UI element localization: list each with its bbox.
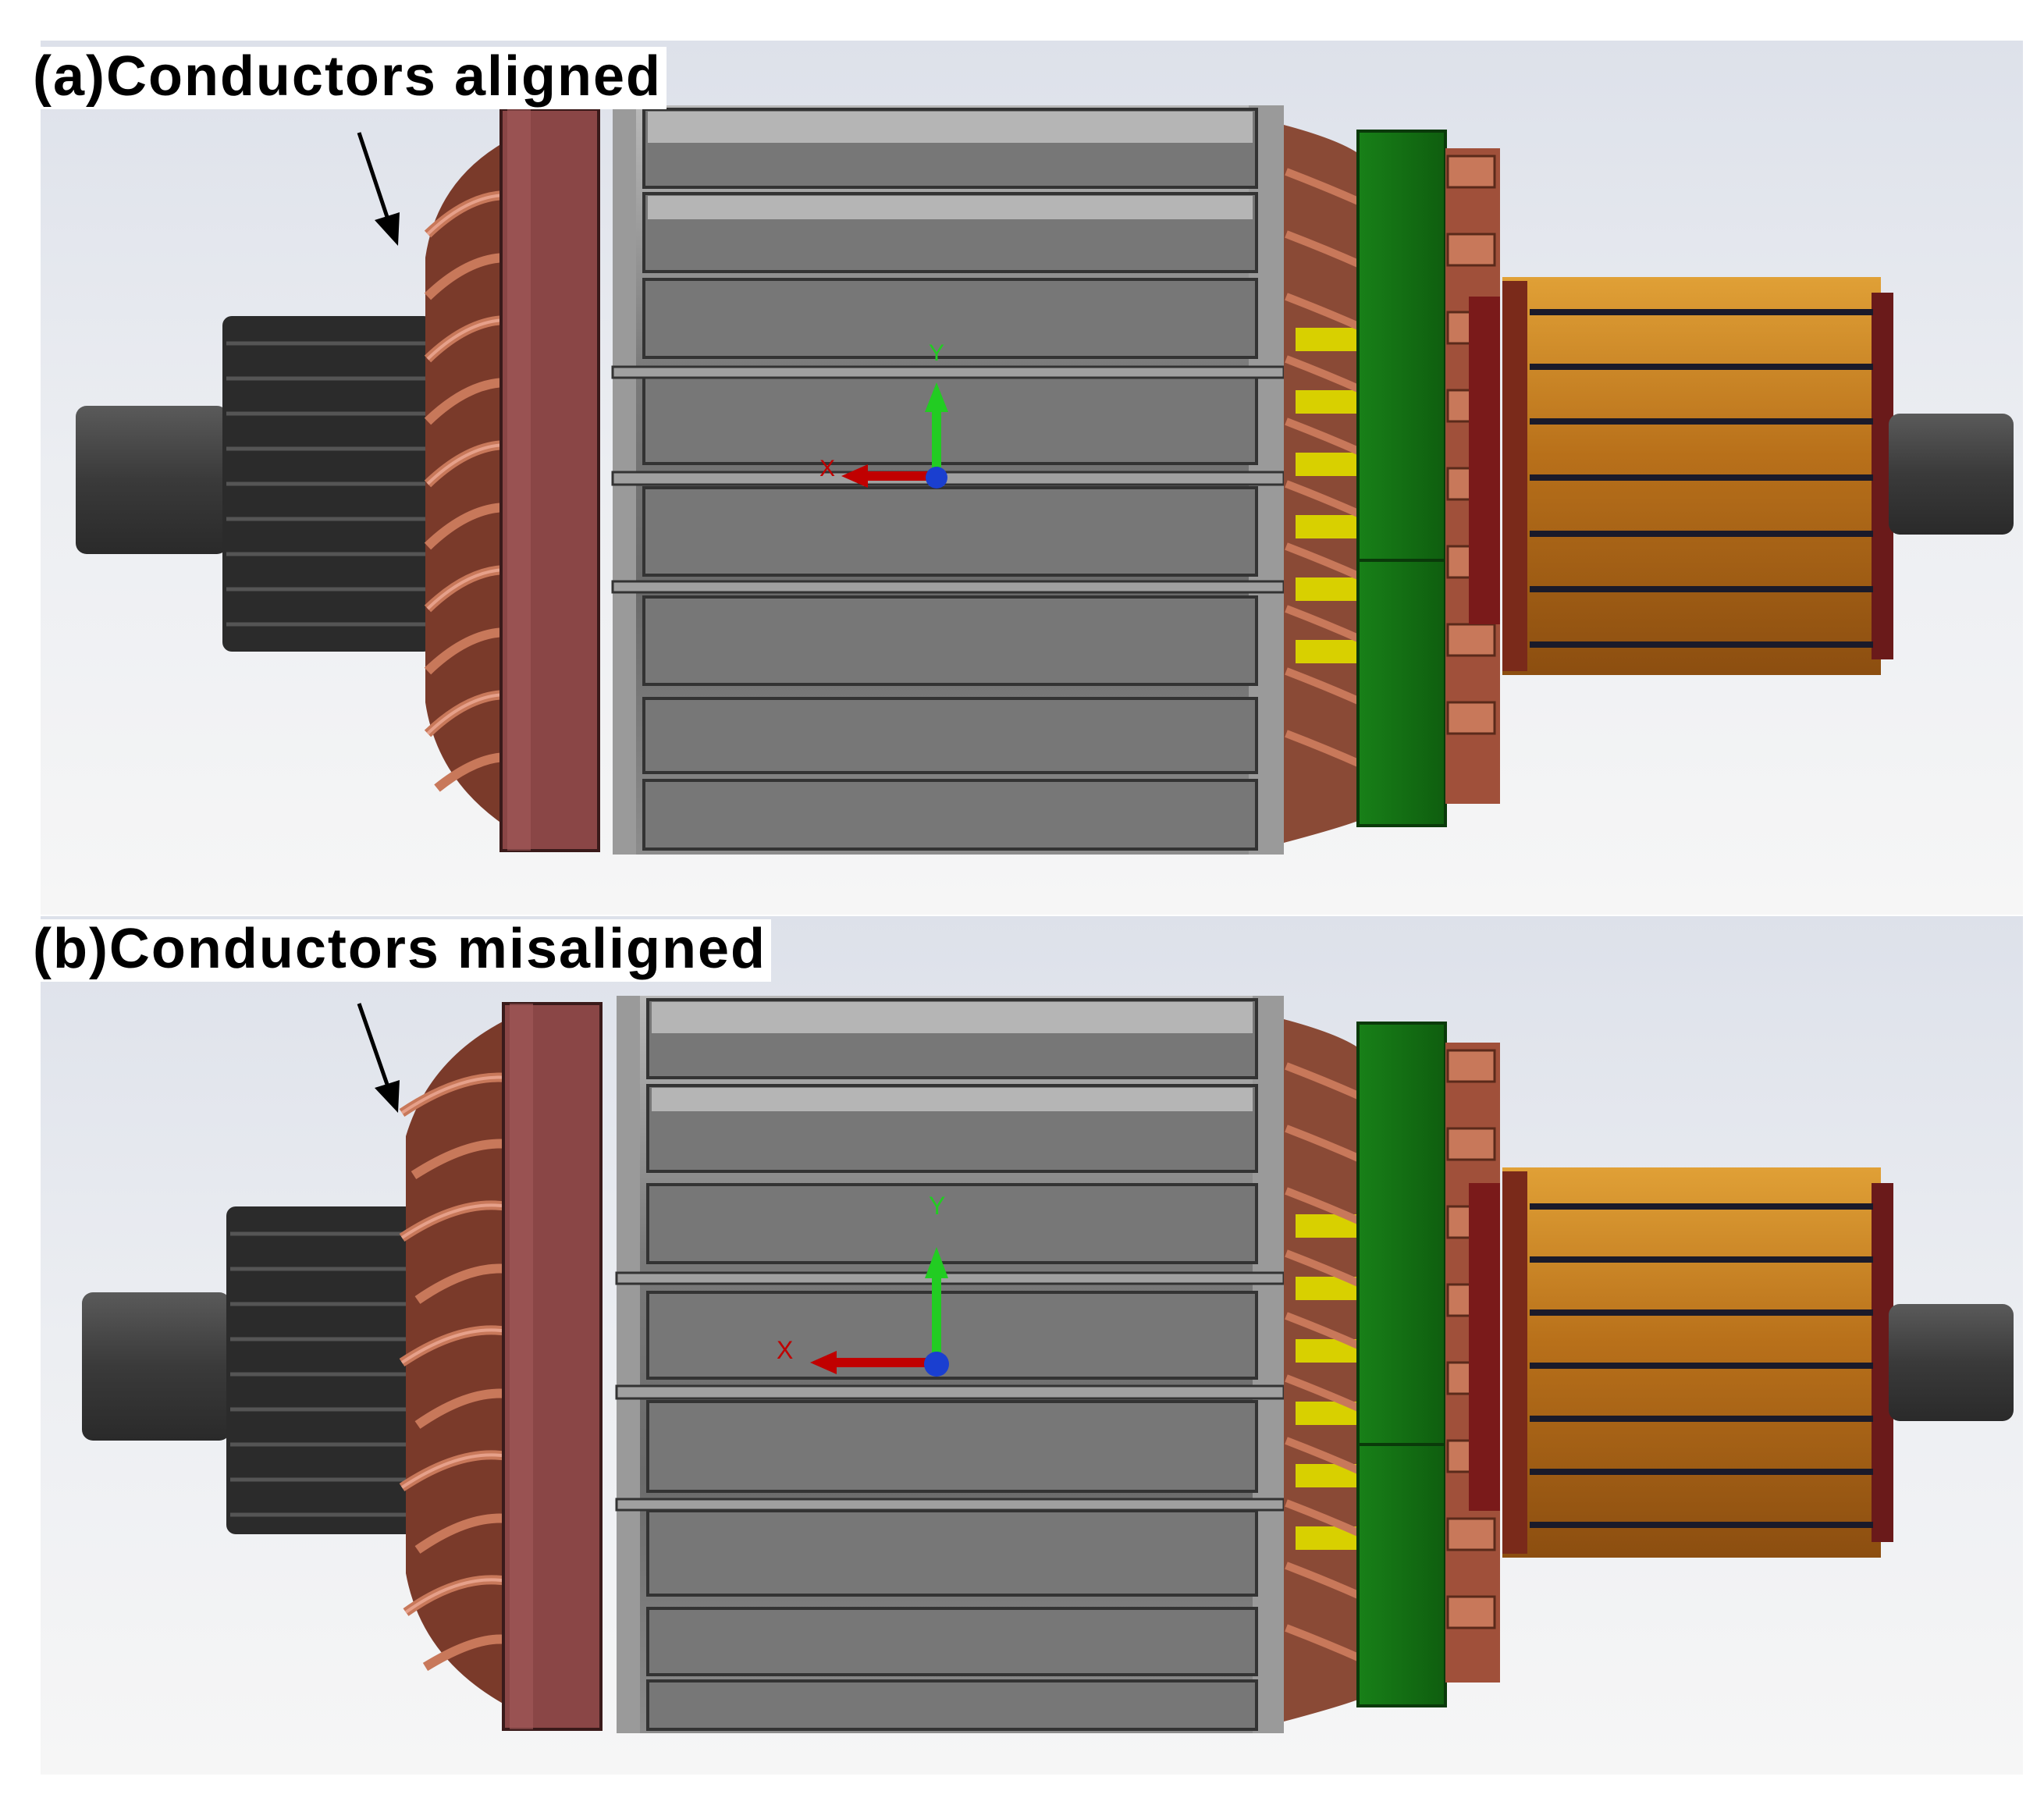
panel-b-label: (b)Conductors misaligned	[30, 919, 772, 982]
coordinate-triad-b: X Y	[777, 1192, 949, 1377]
x-axis-label-a: X	[819, 456, 835, 481]
y-axis-label-b: Y	[929, 1192, 945, 1220]
left-end-windings	[424, 140, 508, 827]
coordinate-triad-a: X Y	[819, 340, 948, 489]
x-axis-label-b: X	[777, 1336, 793, 1364]
commutator-risers	[1445, 1043, 1500, 1683]
left-shaft	[76, 406, 228, 554]
y-axis-label-a: Y	[929, 340, 944, 366]
panel-b: X Y	[41, 916, 2023, 1775]
panel-a-label: (a)Conductors aligned	[30, 47, 667, 109]
commutator-risers	[1445, 148, 1500, 804]
right-end-windings	[1284, 125, 1364, 843]
right-end-windings	[1284, 1019, 1364, 1722]
green-band	[1356, 1022, 1447, 1707]
panel-a: X Y	[41, 41, 2023, 915]
pinion-gear	[226, 1206, 437, 1534]
left-end-windings-misaligned	[399, 1019, 508, 1706]
right-shaft	[1889, 1304, 2014, 1421]
annotation-arrow-b	[357, 1003, 400, 1113]
annotation-arrow-a	[357, 132, 400, 246]
commutator	[1502, 1167, 1893, 1558]
right-shaft	[1889, 414, 2014, 535]
armature-core	[611, 105, 1285, 855]
armature-core	[615, 996, 1285, 1733]
left-shaft	[82, 1292, 230, 1441]
commutator	[1502, 277, 1893, 675]
green-band	[1356, 130, 1447, 827]
pinion-gear	[222, 316, 433, 652]
